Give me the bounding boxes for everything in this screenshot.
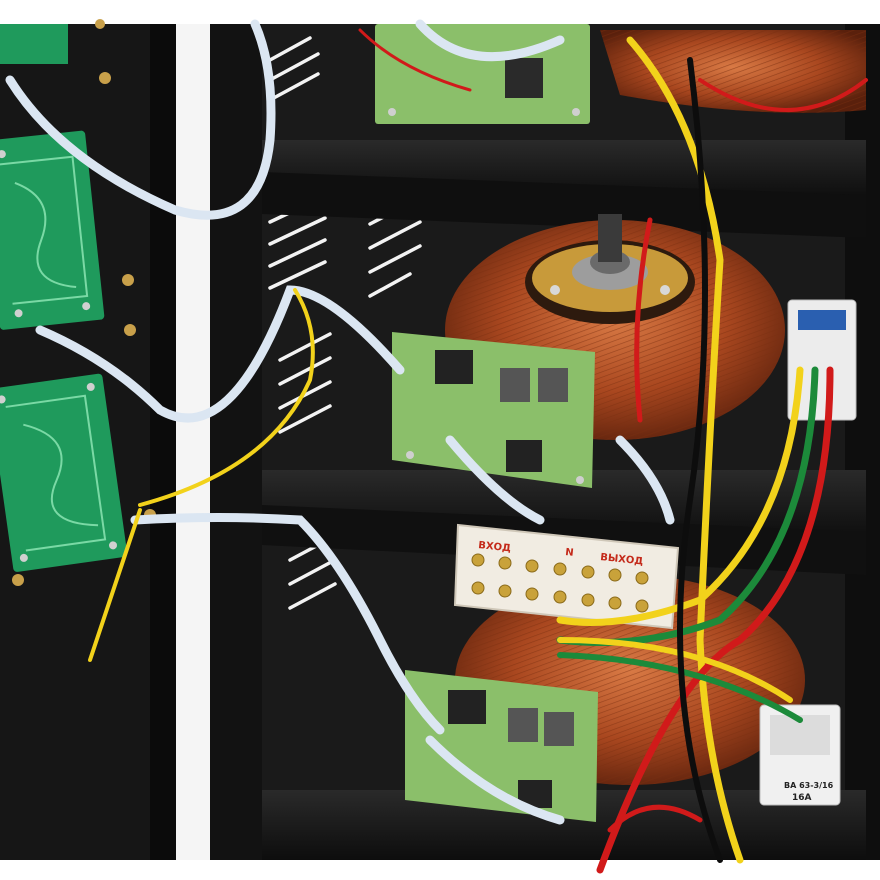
terminal-block: ВХОД N ВЫХОД (453, 523, 680, 630)
door-pcb-top (0, 24, 68, 64)
circuit-breaker: BA 63-3/16 16A (759, 704, 841, 806)
light-gap (176, 24, 210, 860)
breaker-rating: 16A (792, 793, 812, 803)
door-pcb-bottom (0, 373, 128, 572)
contactor (787, 299, 857, 421)
terminal-neutral-label: N (565, 547, 574, 559)
terminal-output-label: ВЫХОД (600, 552, 644, 567)
shelf-pcb-middle (392, 332, 595, 488)
door-pcbs (0, 19, 156, 586)
shelf-pcb-bottom (405, 670, 598, 822)
ribbon-cables (5, 19, 675, 825)
power-wires (88, 28, 868, 874)
cabinet-side-wall (210, 24, 266, 860)
terminal-input-label: ВХОД (478, 540, 512, 554)
breaker-model: BA 63-3/16 (784, 781, 834, 790)
